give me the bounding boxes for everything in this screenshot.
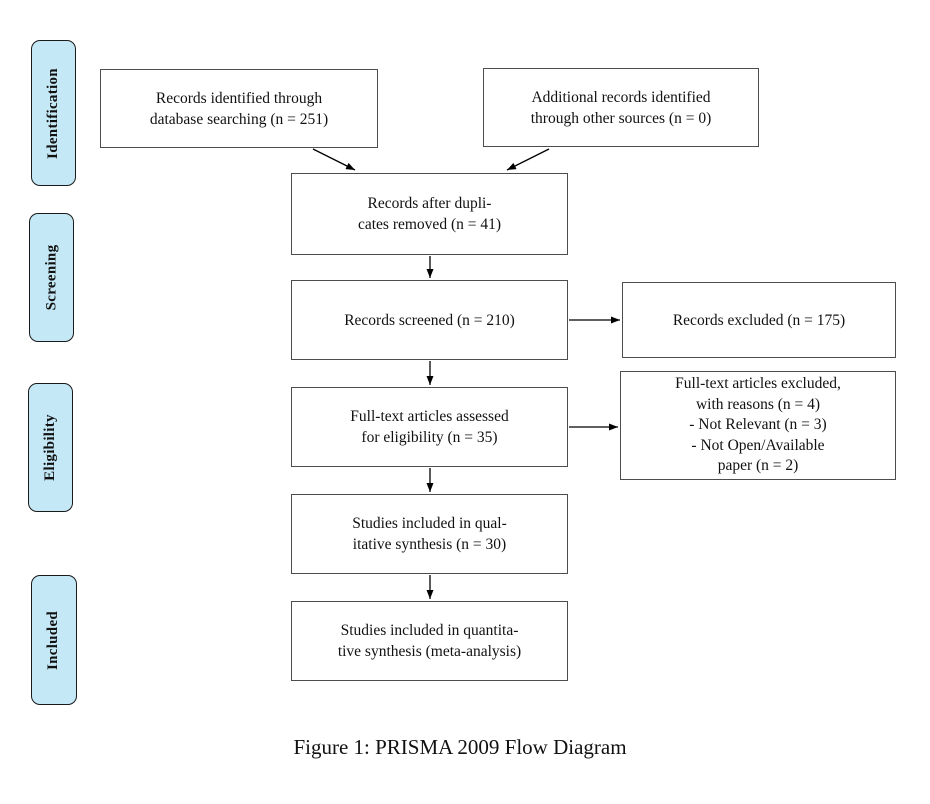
stage-label-identification: Identification: [31, 40, 76, 186]
node-fulltext-excluded: Full-text articles excluded,with reasons…: [620, 371, 896, 480]
stage-label-text: Screening: [43, 244, 60, 311]
node-qualitative-synthesis: Studies included in qual-itative synthes…: [291, 494, 568, 574]
node-records-screened: Records screened (n = 210): [291, 280, 568, 360]
stage-label-text: Eligibility: [42, 414, 58, 481]
stage-label-included: Included: [31, 575, 77, 705]
arrow-identified-to-deduped: [312, 148, 356, 171]
node-quantitative-synthesis: Studies included in quantita-tive synthe…: [291, 601, 568, 681]
node-records-excluded: Records excluded (n = 175): [622, 282, 896, 358]
figure-caption: Figure 1: PRISMA 2009 Flow Diagram: [293, 735, 627, 759]
stage-label-text: Included: [45, 610, 62, 670]
node-records-after-duplicates: Records after dupli-cates removed (n = 4…: [291, 173, 568, 255]
stage-label-eligibility: Eligibility: [28, 383, 73, 512]
stage-label-text: Identification: [45, 67, 61, 159]
stage-label-screening: Screening: [29, 213, 74, 342]
arrow-additional-to-deduped: [506, 148, 550, 171]
